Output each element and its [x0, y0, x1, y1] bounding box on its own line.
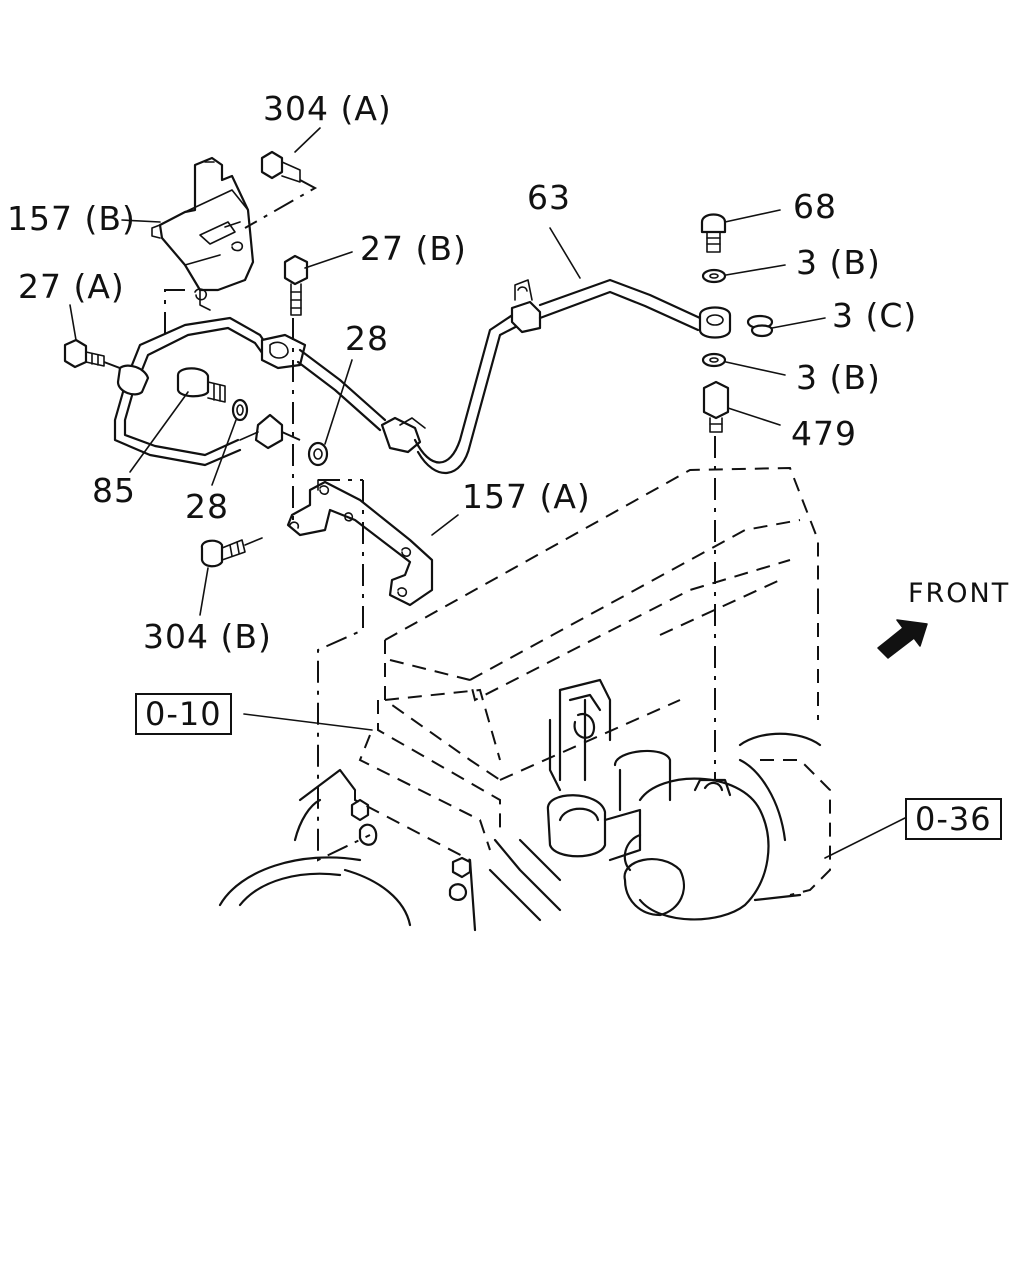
- bolt-27a: [63, 338, 126, 371]
- label-27b: 27 (B): [360, 229, 467, 268]
- leader-lines: [69, 127, 906, 859]
- bolt-304b: [200, 537, 263, 568]
- bracket-157b: [151, 156, 255, 311]
- label-3b-bottom: 3 (B): [796, 358, 881, 397]
- label-157b: 157 (B): [7, 199, 136, 238]
- reference-box-0-10[interactable]: 0-10: [135, 693, 232, 735]
- label-28-left: 28: [185, 487, 229, 526]
- label-304b: 304 (B): [143, 617, 272, 656]
- pump-assembly: [546, 732, 831, 921]
- label-front: FRONT: [908, 578, 1011, 609]
- pipe-63: [260, 278, 702, 474]
- label-28-right: 28: [345, 319, 389, 358]
- label-63: 63: [527, 178, 571, 217]
- bolt-27b: [283, 254, 309, 316]
- label-304a: 304 (A): [263, 89, 392, 128]
- washer-28: [307, 441, 329, 467]
- label-85: 85: [92, 471, 136, 510]
- bracket-157a: [286, 480, 434, 607]
- label-3c: 3 (C): [832, 296, 918, 335]
- engine-block: [218, 466, 819, 932]
- label-157a: 157 (A): [462, 477, 591, 516]
- label-3b-top: 3 (B): [796, 243, 881, 282]
- fitting-stack: [698, 213, 774, 780]
- label-68: 68: [793, 187, 837, 226]
- bolt-304a: [244, 150, 318, 229]
- pipe-85: [113, 316, 301, 467]
- label-27a: 27 (A): [18, 267, 125, 306]
- arrow-northeast-icon: [877, 619, 928, 659]
- reference-box-0-36[interactable]: 0-36: [905, 798, 1002, 840]
- label-479: 479: [791, 414, 857, 453]
